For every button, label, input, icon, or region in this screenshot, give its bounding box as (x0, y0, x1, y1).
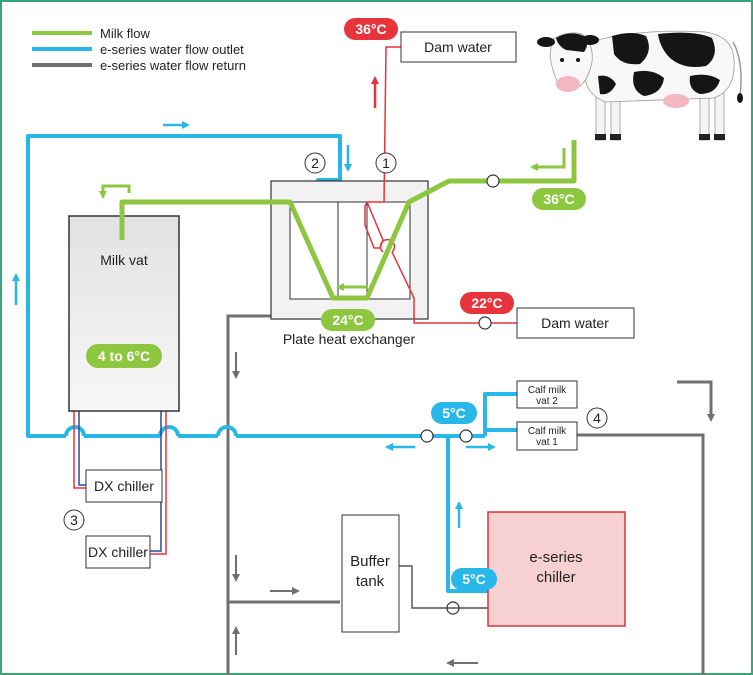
temp-badge-chiller: 5°C (451, 568, 497, 590)
outlet-flow-arrows (12, 121, 496, 528)
temp-badge-calf: 5°C (431, 402, 477, 424)
svg-text:4 to 6°C: 4 to 6°C (98, 348, 150, 364)
svg-text:vat 2: vat 2 (536, 396, 558, 407)
dam-water-top: Dam water (400, 31, 517, 63)
dx-chiller-1: DX chiller (85, 469, 163, 503)
svg-text:5°C: 5°C (462, 571, 486, 587)
svg-text:2: 2 (311, 155, 319, 171)
svg-text:vat 1: vat 1 (536, 437, 558, 448)
calf-milk-vat-1: Calf milk vat 1 (516, 421, 578, 451)
svg-text:chiller: chiller (536, 569, 575, 586)
dx-chiller-2: DX chiller (85, 535, 151, 569)
dam-water-pipes (364, 46, 517, 324)
return-pipes (226, 300, 713, 675)
svg-text:24°C: 24°C (332, 312, 363, 328)
temp-badge-cow: 36°C (532, 188, 586, 210)
svg-text:Dam water: Dam water (424, 39, 492, 55)
svg-text:4: 4 (593, 410, 601, 426)
svg-text:3: 3 (70, 512, 78, 528)
dam-water-mid: Dam water (516, 307, 635, 339)
svg-text:5°C: 5°C (442, 405, 466, 421)
e-series-chiller: e-series chiller (487, 511, 626, 627)
svg-text:1: 1 (382, 155, 390, 171)
svg-text:Buffer: Buffer (350, 553, 390, 570)
legend-outlet-label: e-series water flow outlet (100, 42, 244, 57)
svg-text:tank: tank (356, 573, 385, 590)
legend-milk-label: Milk flow (100, 26, 150, 41)
milk-vat: Milk vat (68, 215, 180, 412)
calf-milk-vat-2: Calf milk vat 2 (516, 380, 578, 409)
svg-text:Dam water: Dam water (541, 315, 609, 331)
return-flow-arrows (232, 352, 715, 667)
svg-text:Calf milk: Calf milk (528, 385, 567, 396)
temp-badge-dam-top: 36°C (344, 18, 398, 40)
legend-return-label: e-series water flow return (100, 58, 246, 73)
temp-badge-phe-out: 24°C (321, 309, 375, 331)
svg-text:DX chiller: DX chiller (88, 544, 148, 560)
buffer-return-pipe (399, 565, 488, 609)
cow-illustration (537, 30, 743, 141)
milk-flow-arrows (99, 148, 566, 291)
temp-badge-dam-mid: 22°C (460, 292, 514, 314)
temp-badge-vat: 4 to 6°C (86, 344, 162, 368)
outlet-pipes (26, 134, 517, 593)
legend: Milk flow e-series water flow outlet e-s… (32, 26, 246, 73)
number-marker: 1 2 3 4 (63, 152, 608, 531)
svg-text:Calf milk: Calf milk (528, 426, 567, 437)
svg-text:36°C: 36°C (355, 21, 386, 37)
pump-icon (420, 174, 500, 615)
phe-label: Plate heat exchanger (283, 331, 416, 347)
svg-text:e-series: e-series (529, 549, 582, 566)
milk-pipes (119, 140, 577, 301)
svg-text:DX chiller: DX chiller (94, 478, 154, 494)
svg-text:36°C: 36°C (543, 191, 574, 207)
milk-vat-label: Milk vat (100, 252, 148, 268)
buffer-tank: Buffer tank (341, 514, 400, 633)
svg-text:22°C: 22°C (471, 295, 502, 311)
